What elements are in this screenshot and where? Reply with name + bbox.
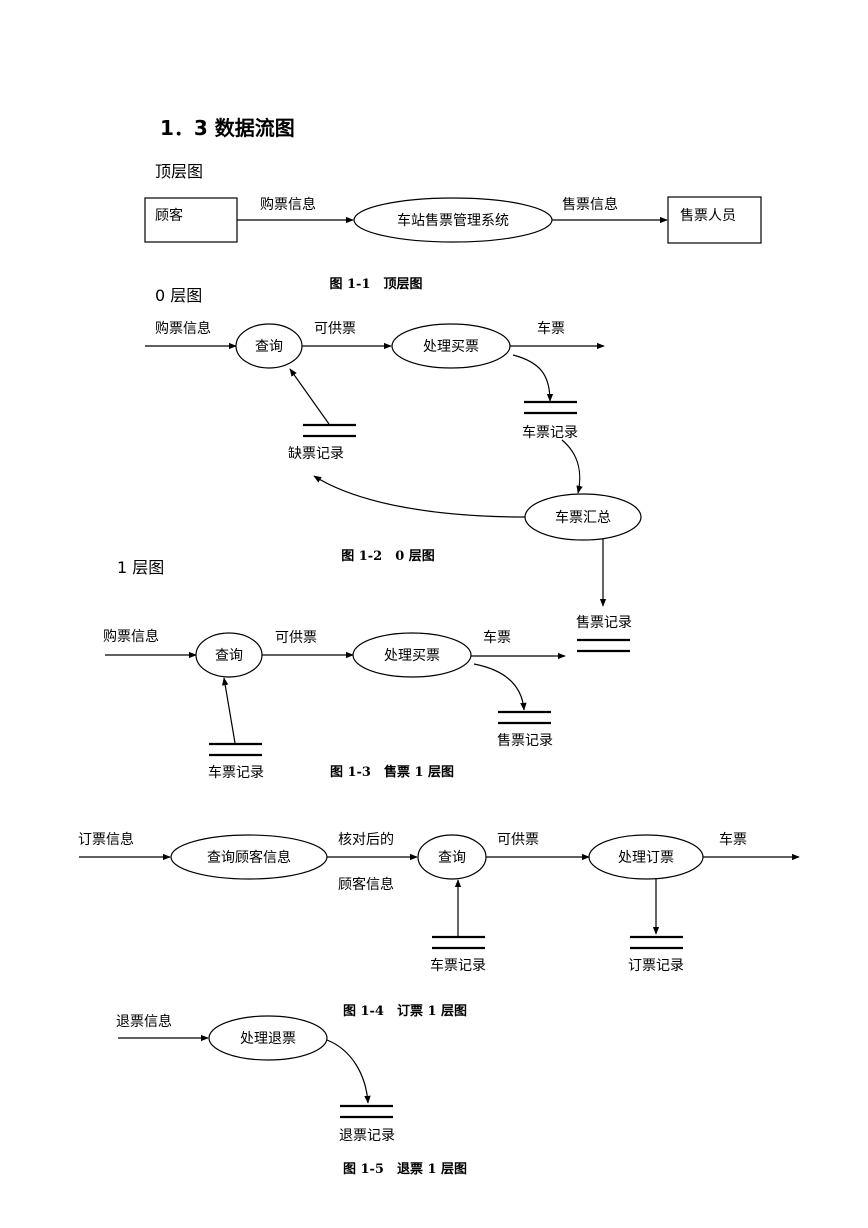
l0-flow-shortage-to-query — [289, 368, 330, 425]
l1o-order-record-label: 订票记录 — [628, 958, 684, 974]
l0-query-process-label: 查询 — [255, 339, 283, 355]
level0-title: 0 层图 — [155, 286, 202, 305]
l0-process-purchase-label: 处理买票 — [423, 339, 479, 355]
clerk-entity — [667, 196, 762, 244]
figure-level1-order: 订票信息 查询顾客信息 核对后的 顾客信息 查询 可供票 处理订票 车票 车票记… — [78, 831, 800, 1019]
figure-top-level: 顾客 购票信息 车站售票管理系统 售票信息 售票人员 图 1-1 顶层图 — [144, 196, 762, 292]
l0-flow-purchase-info-label: 购票信息 — [155, 320, 211, 337]
l0-sales-record-label: 售票记录 — [576, 615, 632, 631]
system-process-label: 车站售票管理系统 — [397, 212, 509, 229]
figure-1-1-caption: 图 1-1 顶层图 — [329, 277, 422, 292]
l1o-flow-verified-label-1: 核对后的 — [338, 832, 394, 848]
l1o-process-order-label: 处理订票 — [618, 850, 674, 866]
figure-level1-refund: 退票信息 处理退票 退票记录 图 1-5 退票 1 层图 — [116, 1013, 467, 1177]
l1o-query-customer-label: 查询顾客信息 — [207, 849, 291, 866]
l1s-process-purchase-label: 处理买票 — [384, 648, 440, 664]
l0-flow-ticket-label: 车票 — [537, 320, 565, 337]
figure-1-3-caption: 图 1-3 售票 1 层图 — [330, 764, 454, 780]
l1s-flow-ticket-record-to-query — [222, 677, 236, 744]
l1o-query-process-label: 查询 — [438, 850, 466, 866]
l0-flow-available-label: 可供票 — [314, 321, 356, 337]
section-heading: 1．3 数据流图 — [160, 116, 295, 140]
l1s-ticket-record-label: 车票记录 — [208, 764, 264, 781]
figure-1-5-caption: 图 1-5 退票 1 层图 — [343, 1161, 467, 1177]
flow-purchase-info-label: 购票信息 — [260, 196, 316, 213]
l1s-sales-record-label: 售票记录 — [497, 733, 553, 749]
top-level-title: 顶层图 — [155, 162, 203, 181]
l0-flow-summary-to-shortage — [313, 475, 526, 518]
l1s-process-purchase — [352, 632, 472, 678]
customer-entity-label: 顾客 — [155, 207, 183, 224]
clerk-entity-label: 售票人员 — [680, 208, 736, 224]
l1o-flow-available-label: 可供票 — [497, 832, 539, 848]
customer-entity — [144, 197, 238, 243]
l0-flow-to-ticket-record — [512, 354, 554, 402]
l1o-ticket-record-label: 车票记录 — [430, 957, 486, 974]
figure-level0: 0 层图 购票信息 查询 可供票 处理买票 车票 车票记录 缺票记录 车票汇总 … — [145, 286, 642, 653]
l1s-flow-available-label: 可供票 — [275, 630, 317, 646]
level1-title: 1 层图 — [117, 558, 164, 577]
l0-shortage-record-label: 缺票记录 — [288, 446, 344, 462]
l1r-refund-record-label: 退票记录 — [339, 1128, 395, 1144]
figure-level1-sale: 1 层图 购票信息 查询 可供票 处理买票 车票 售票记录 车票记录 图 1-3… — [103, 558, 566, 781]
flow-sale-info-label: 售票信息 — [562, 196, 618, 213]
l0-ticket-summary-label: 车票汇总 — [555, 509, 611, 526]
l0-flow-record-to-summary — [561, 439, 583, 494]
figure-1-4-caption: 图 1-4 订票 1 层图 — [343, 1003, 467, 1019]
l1r-process-refund-label: 处理退票 — [240, 1031, 296, 1047]
l1s-flow-ticket-label: 车票 — [483, 629, 511, 646]
l1o-flow-order-info-label: 订票信息 — [78, 831, 134, 848]
l1s-flow-to-sales-record — [473, 663, 527, 711]
l1r-flow-to-refund-record — [326, 1039, 371, 1104]
l1o-flow-ticket-label: 车票 — [719, 831, 747, 848]
l1s-flow-purchase-info-label: 购票信息 — [103, 628, 159, 645]
l1r-flow-refund-info-label: 退票信息 — [116, 1013, 172, 1030]
l0-ticket-record-label: 车票记录 — [522, 424, 578, 441]
figure-1-2-caption: 图 1-2 0 层图 — [341, 549, 435, 564]
l1s-query-process-label: 查询 — [215, 648, 243, 664]
l1o-flow-verified-label-2: 顾客信息 — [338, 876, 394, 893]
l1r-process-refund — [208, 1015, 328, 1061]
